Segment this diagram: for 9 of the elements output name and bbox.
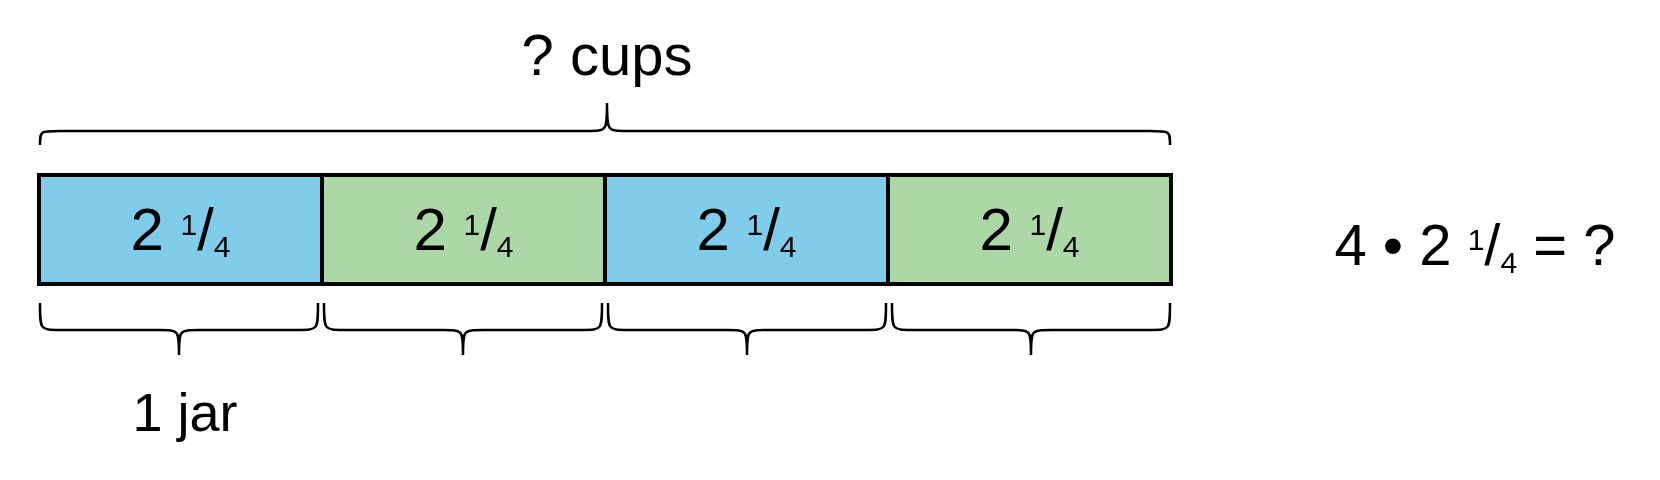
mixed-number: 2 $^{1}$/$_{4}$ (130, 199, 231, 260)
equation: 4 • 2 $^{1}$/$_{4}$ = ? (1333, 211, 1617, 281)
bar-segment (886, 177, 1169, 282)
mixed-number: 2 $^{1}$/$_{4}$ (696, 199, 797, 260)
bar-segment (41, 177, 320, 282)
bar-segment (320, 177, 603, 282)
mixed-number: 2 $^{1}$/$_{4}$ (979, 199, 1080, 260)
bar-segment (603, 177, 886, 282)
mixed-number: 2 $^{1}$/$_{4}$ (413, 199, 514, 260)
